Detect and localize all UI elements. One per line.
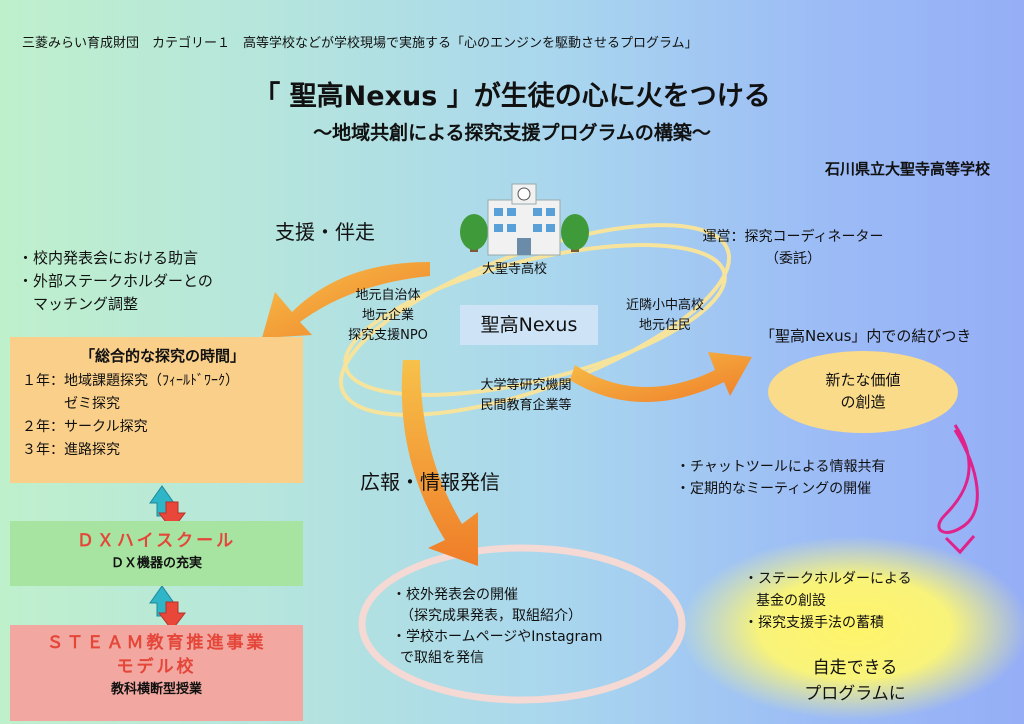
outcome-final: 自走できる プログラムに bbox=[760, 655, 950, 707]
support-item: マッチング調整 bbox=[18, 295, 139, 313]
connection-heading: 「聖高Nexus」内での結びつき bbox=[760, 327, 972, 345]
support-arrow bbox=[262, 262, 430, 338]
pr-item: ・校外発表会の開催 bbox=[392, 587, 518, 603]
pr-items: ・校外発表会の開催 （探究成果発表，取組紹介） ・学校ホームページやInstag… bbox=[392, 585, 603, 669]
management-line: （委託） bbox=[765, 251, 821, 267]
header-caption: 三菱みらい育成財団 カテゴリー１ 高等学校などが学校現場で実施する「心のエンジン… bbox=[22, 36, 698, 51]
integrated-line: ゼミ探究 bbox=[22, 396, 120, 412]
support-items: ・校内発表会における助言 ・外部ステークホルダーとの マッチング調整 bbox=[18, 247, 213, 316]
pr-ring bbox=[358, 544, 686, 704]
integrated-line: ３年：進路探究 bbox=[22, 442, 120, 458]
management-line: 運営：探究コーディネーター bbox=[702, 229, 884, 245]
right-partners: 近隣小中高校 地元住民 bbox=[610, 296, 720, 336]
new-value-line: 新たな価値 bbox=[825, 371, 901, 389]
orbit-ring bbox=[338, 223, 732, 417]
partner-label: 近隣小中高校 bbox=[625, 298, 704, 313]
new-value-bubble: 新たな価値 の創造 bbox=[768, 351, 958, 433]
page-subtitle: ～地域共創による探究支援プログラムの構築～ bbox=[313, 122, 711, 144]
pr-item: （探究成果発表，取組紹介） bbox=[400, 608, 582, 624]
dx-subtitle: ＤＸ機器の充実 bbox=[110, 556, 202, 571]
dx-highschool-box: ＤＸハイスクール ＤＸ機器の充実 bbox=[10, 521, 303, 586]
swap-arrows-lower bbox=[149, 585, 187, 631]
connection-item: ・チャットツールによる情報共有 bbox=[676, 459, 886, 475]
support-item: ・校内発表会における助言 bbox=[18, 249, 199, 267]
pr-item: ・学校ホームページやInstagram bbox=[392, 629, 603, 645]
school-building-icon bbox=[460, 183, 589, 256]
school-name: 石川県立大聖寺高等学校 bbox=[824, 160, 990, 178]
support-heading: 支援・伴走 bbox=[275, 220, 375, 244]
steam-title: ＳＴＥＡＭ教育推進事業 bbox=[46, 633, 267, 653]
partner-label: 大学等研究機関 bbox=[480, 378, 572, 393]
magenta-arrow bbox=[937, 424, 979, 534]
value-arrow bbox=[570, 352, 752, 402]
left-partners: 地元自治体 地元企業 探究支援NPO bbox=[338, 286, 438, 346]
orbit-ring bbox=[343, 243, 727, 397]
bottom-partners: 大学等研究機関 民間教育企業等 bbox=[462, 376, 590, 416]
partner-label: 地元自治体 bbox=[355, 288, 421, 303]
partner-label: 地元企業 bbox=[361, 308, 414, 323]
integrated-heading: 「総合的な探究の時間」 bbox=[79, 347, 245, 365]
outcome-item: ・ステークホルダーによる bbox=[744, 571, 912, 587]
partner-label: 探究支援NPO bbox=[348, 328, 428, 343]
pr-item: で取組を発信 bbox=[400, 650, 484, 666]
steam-box: ＳＴＥＡＭ教育推進事業 モデル校 教科横断型授業 bbox=[10, 625, 303, 721]
integrated-learning-box: 「総合的な探究の時間」 １年：地域課題探究（ﾌｨｰﾙﾄﾞﾜｰｸ） ゼミ探究 ２年… bbox=[10, 337, 303, 483]
new-value-line: の創造 bbox=[840, 393, 886, 411]
nexus-label: 聖高Nexus bbox=[460, 305, 598, 345]
partner-label: 民間教育企業等 bbox=[480, 398, 572, 413]
support-item: ・外部ステークホルダーとの bbox=[18, 272, 213, 290]
outcome-final-line: 自走できる bbox=[812, 658, 898, 678]
magenta-arrow-head bbox=[944, 535, 976, 555]
management-label: 運営：探究コーディネーター （委託） bbox=[668, 226, 918, 270]
connection-item: ・定期的なミーティングの開催 bbox=[676, 481, 872, 497]
outcome-item: 基金の創設 bbox=[756, 593, 826, 609]
outcome-item: ・探究支援手法の蓄積 bbox=[744, 615, 884, 631]
school-building-label: 大聖寺高校 bbox=[482, 262, 548, 277]
outcome-items: ・ステークホルダーによる 基金の創設 ・探究支援手法の蓄積 bbox=[744, 568, 912, 634]
partner-label: 地元住民 bbox=[638, 318, 691, 333]
connection-items: ・チャットツールによる情報共有 ・定期的なミーティングの開催 bbox=[676, 456, 885, 500]
pr-arrow bbox=[401, 360, 478, 566]
steam-subtitle: 教科横断型授業 bbox=[110, 682, 202, 697]
outcome-glow bbox=[680, 536, 1024, 720]
dx-title: ＤＸハイスクール bbox=[76, 531, 237, 551]
outcome-final-line: プログラムに bbox=[804, 684, 906, 704]
pr-heading: 広報・情報発信 bbox=[360, 470, 500, 494]
integrated-line: １年：地域課題探究（ﾌｨｰﾙﾄﾞﾜｰｸ） bbox=[22, 373, 239, 389]
page-title: 「 聖高Nexus 」が生徒の心に火をつける bbox=[253, 81, 771, 112]
steam-title-2: モデル校 bbox=[116, 657, 197, 677]
integrated-line: ２年：サークル探究 bbox=[22, 419, 148, 435]
